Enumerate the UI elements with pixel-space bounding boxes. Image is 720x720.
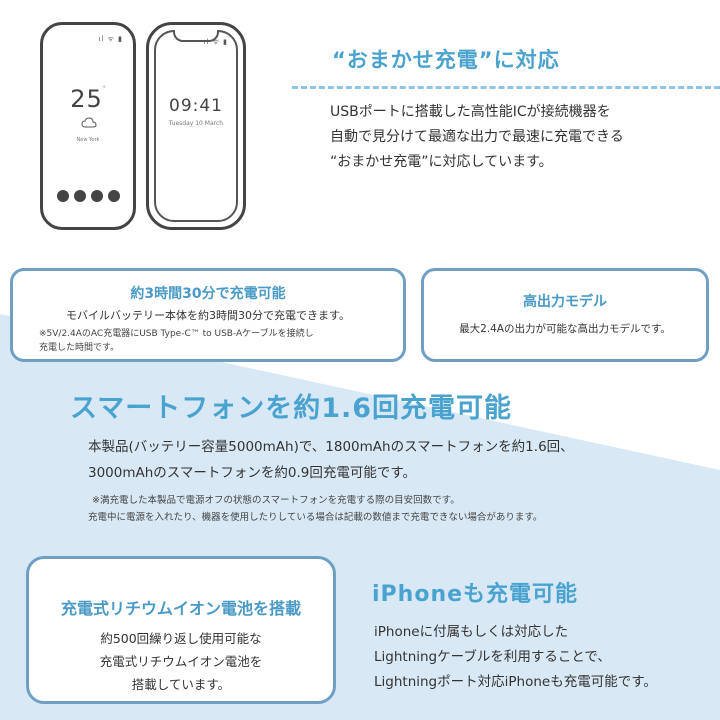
- phone-right-screen: ıl ᯤ ▮ 09:41 Tuesday 10 March: [154, 30, 238, 222]
- lithium-battery-line: 充電式リチウムイオン電池を: [99, 654, 263, 669]
- smartphone-note-line: 充電中に電源を入れたり、機器を使用したりしている場合は記載の数値まで充電できない…: [88, 512, 543, 523]
- auto-charge-line: 自動で見分けて最適な出力で最速に充電できる: [330, 129, 624, 145]
- auto-charge-heading: “おまかせ充電”に対応: [332, 48, 560, 72]
- dashed-divider: [292, 86, 720, 89]
- phone-right-illustration: ıl ᯤ ▮ 09:41 Tuesday 10 March: [146, 22, 246, 230]
- app-dot-icon: [91, 190, 103, 202]
- iphone-charge-description: iPhoneに付属もしくは対応した Lightningケーブルを利用することで、…: [374, 620, 657, 695]
- auto-charge-line: “おまかせ充電”に対応しています。: [330, 154, 553, 170]
- auto-charge-description: USBポートに搭載した高性能ICが接続機器を 自動で見分けて最適な出力で最速に充…: [330, 100, 624, 175]
- app-dot-icon: [57, 190, 69, 202]
- weather-icon: [81, 117, 97, 128]
- smartphone-note-line: ※満充電した本製品で電源オフの状態のスマートフォンを充電する際の目安回数です。: [92, 495, 460, 506]
- charge-time-card: 約3時間30分で充電可能 モバイルバッテリー本体を約3時間30分で充電できます。…: [10, 268, 406, 362]
- phone-right-status-icons: ıl ᯤ ▮: [203, 38, 228, 46]
- high-output-title: 高出力モデル: [523, 294, 607, 310]
- smartphone-charge-line: 本製品(バッテリー容量5000mAh)で、1800mAhのスマートフォンを約1.…: [88, 439, 574, 455]
- phone-left-temperature: 25: [70, 85, 103, 113]
- smartphone-charge-description: 本製品(バッテリー容量5000mAh)で、1800mAhのスマートフォンを約1.…: [88, 434, 574, 486]
- high-output-text: 最大2.4Aの出力が可能な高出力モデルです。: [459, 323, 671, 335]
- high-output-card: 高出力モデル 最大2.4Aの出力が可能な高出力モデルです。: [421, 268, 709, 362]
- phone-left-city: New York: [76, 137, 100, 143]
- charge-time-title: 約3時間30分で充電可能: [130, 286, 286, 302]
- app-dot-icon: [74, 190, 86, 202]
- phone-left-screen: 25°: [43, 85, 133, 113]
- smartphone-charge-notes: ※満充電した本製品で電源オフの状態のスマートフォンを充電する際の目安回数です。 …: [88, 492, 542, 526]
- smartphone-charge-line: 3000mAhのスマートフォンを約0.9回充電可能です。: [88, 465, 417, 481]
- iphone-charge-line: iPhoneに付属もしくは対応した: [374, 624, 569, 640]
- auto-charge-line: USBポートに搭載した高性能ICが接続機器を: [330, 104, 611, 120]
- iphone-charge-line: Lightningポート対応iPhoneも充電可能です。: [374, 674, 657, 690]
- charge-time-note-line: 充電した時間です。: [39, 343, 120, 353]
- phone-right-time: 09:41: [169, 96, 223, 116]
- phone-right-notch: [173, 30, 219, 42]
- phone-left-illustration: ıl ᯤ ▮ 25° New York: [40, 22, 136, 230]
- smartphone-charge-heading: スマートフォンを約1.6回充電可能: [70, 393, 513, 424]
- iphone-charge-heading: iPhoneも充電可能: [372, 582, 579, 607]
- app-dot-icon: [108, 190, 120, 202]
- iphone-charge-line: Lightningケーブルを利用することで、: [374, 649, 611, 665]
- charge-time-text: モバイルバッテリー本体を約3時間30分で充電できます。: [66, 309, 350, 322]
- lithium-battery-card: 充電式リチウムイオン電池を搭載 約500回繰り返し使用可能な 充電式リチウムイオ…: [26, 556, 336, 704]
- lithium-battery-line: 約500回繰り返し使用可能な: [100, 631, 262, 646]
- phone-left-degree: °: [102, 85, 106, 92]
- lithium-battery-text: 約500回繰り返し使用可能な 充電式リチウムイオン電池を 搭載しています。: [29, 627, 333, 696]
- lithium-battery-title: 充電式リチウムイオン電池を搭載: [60, 599, 301, 618]
- charge-time-note: ※5V/2.4AのAC充電器にUSB Type-C™ to USB-Aケーブルを…: [39, 327, 314, 355]
- phone-left-status-icons: ıl ᯤ ▮: [98, 35, 123, 43]
- lithium-battery-line: 搭載しています。: [131, 677, 231, 692]
- charge-time-note-line: ※5V/2.4AのAC充電器にUSB Type-C™ to USB-Aケーブルを…: [39, 329, 314, 339]
- phone-right-date: Tuesday 10 March: [168, 120, 224, 127]
